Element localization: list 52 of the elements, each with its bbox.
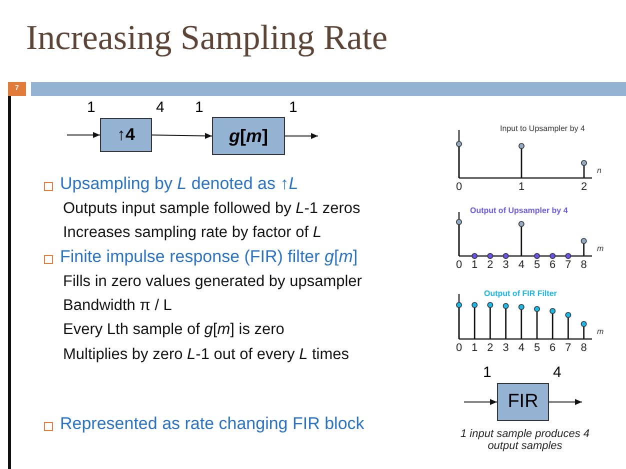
axis-label: n	[597, 166, 602, 175]
tick-label: 3	[502, 259, 510, 271]
tick-label: 0	[454, 342, 464, 354]
tick-label: 0	[454, 259, 464, 271]
block-box: g[m]	[212, 117, 285, 155]
tick-label: 2	[580, 181, 588, 193]
axis-label: m	[597, 244, 604, 253]
arrow	[66, 132, 100, 138]
bullet-heading: Finite impulse response (FIR) filter g[m]	[60, 247, 358, 267]
tick-label: 0	[454, 181, 464, 193]
bullet-heading: Upsampling by L denoted as ↑L	[60, 174, 298, 194]
chart-title: Input to Upsampler by 4	[500, 124, 585, 133]
caption: 1 input sample produces 4 output samples	[459, 428, 591, 452]
bullet-text: Multiplies by zero L-1 out of every L times	[63, 346, 350, 364]
tick-label: 7	[564, 342, 572, 354]
rate-label: 1	[87, 99, 96, 116]
block-box: ↑4	[100, 118, 152, 152]
tick-label: 8	[580, 342, 588, 354]
tick-label: 5	[532, 259, 542, 271]
rate-label: 1	[483, 364, 492, 381]
chart-title: Output of Upsampler by 4	[470, 206, 568, 215]
tick-label: 6	[548, 259, 557, 271]
tick-label: 2	[486, 342, 494, 354]
tick-label: 7	[564, 259, 572, 271]
bullet-heading: Represented as rate changing FIR block	[60, 414, 364, 434]
bullet-text: Fills in zero values generated by upsampler	[63, 273, 362, 291]
tick-label: 2	[486, 259, 494, 271]
tick-label: 5	[532, 342, 542, 354]
chart-title: Output of FIR Filter	[484, 289, 557, 298]
arrow	[548, 399, 582, 405]
tick-label: 3	[502, 342, 510, 354]
bullet-text: Outputs input sample followed by L-1 zeros	[63, 200, 360, 218]
arrow	[284, 133, 318, 139]
tick-label: 1	[517, 181, 526, 193]
tick-label: 4	[517, 342, 526, 354]
arrow	[464, 399, 498, 405]
rate-label: 1	[195, 99, 204, 116]
slide-title: Increasing Sampling Rate	[26, 18, 388, 58]
axis-label: m	[597, 327, 604, 336]
rate-label: 4	[553, 364, 562, 381]
block-box: FIR	[497, 383, 549, 421]
tick-label: 1	[470, 259, 479, 271]
tick-label: 6	[548, 342, 557, 354]
tick-label: 8	[580, 259, 588, 271]
arrow	[152, 132, 212, 139]
rate-label: 1	[289, 99, 298, 116]
bullet-text: Increases sampling rate by factor of L	[63, 224, 322, 242]
bullet-text: Bandwidth π / L	[63, 297, 172, 315]
bullet-text: Every Lth sample of g[m] is zero	[63, 321, 284, 339]
rate-label: 4	[156, 99, 164, 116]
tick-label: 1	[470, 342, 479, 354]
tick-label: 4	[517, 259, 526, 271]
